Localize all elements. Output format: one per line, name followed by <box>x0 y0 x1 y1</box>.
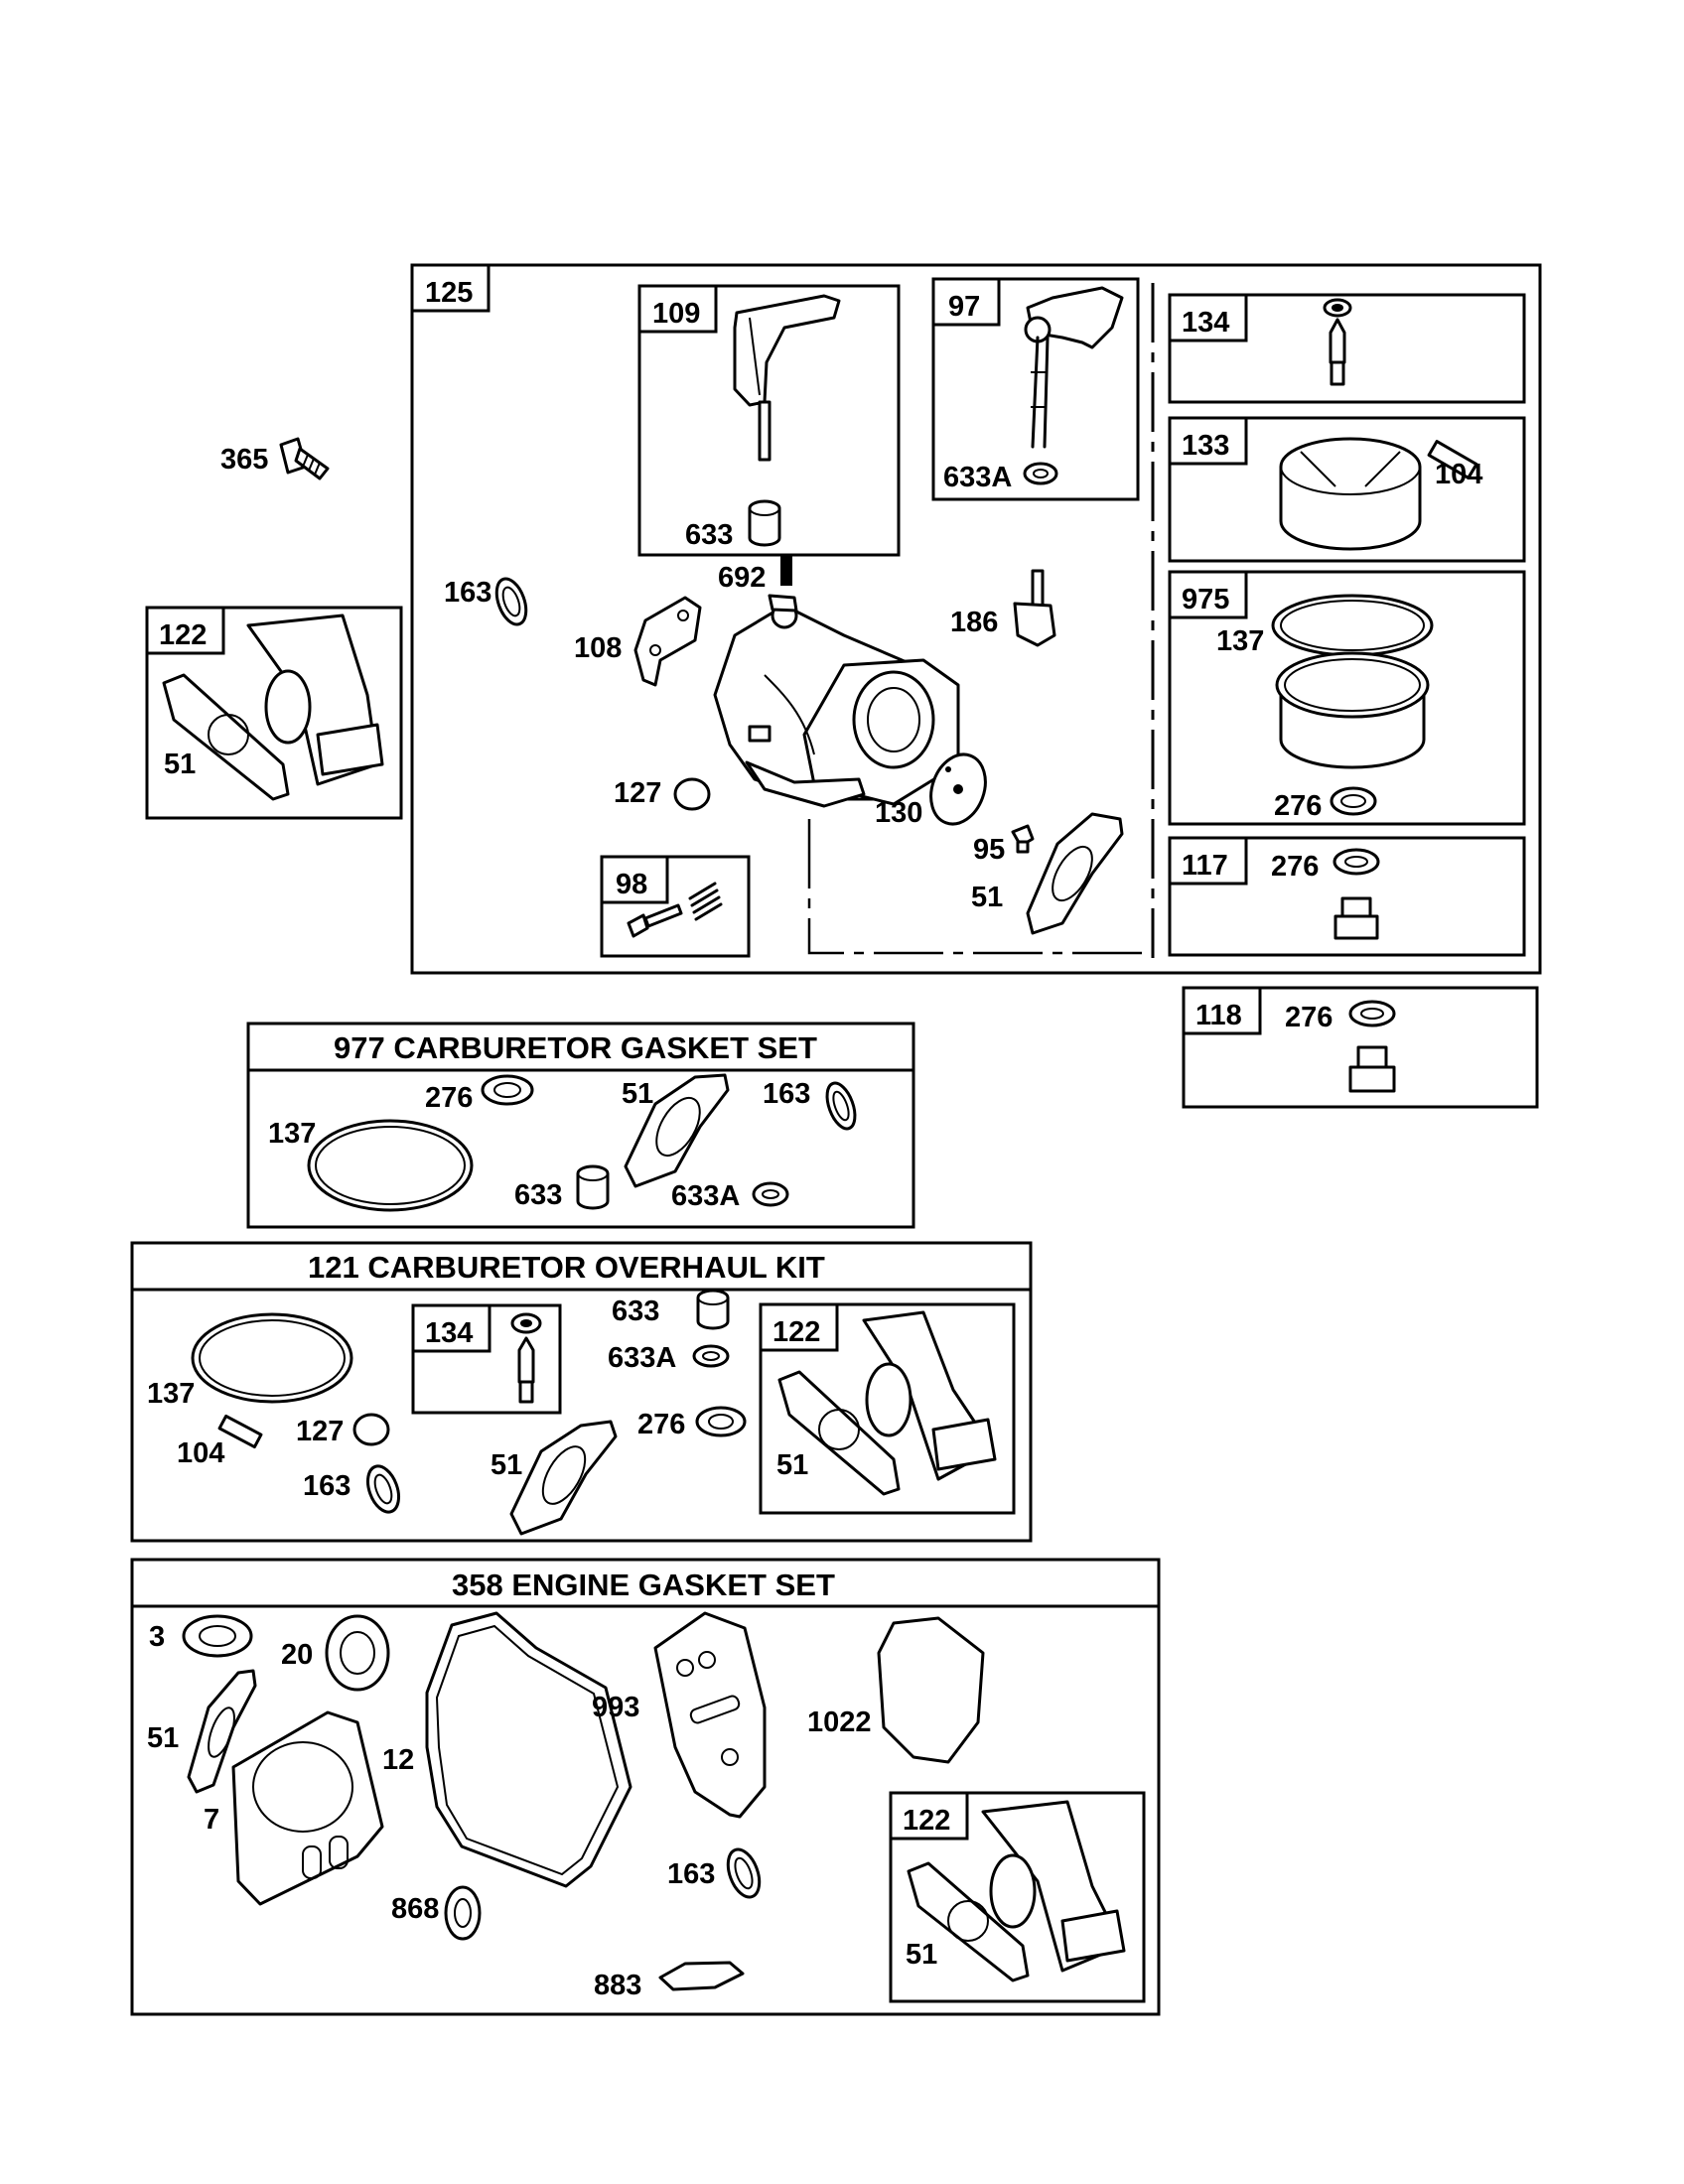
label-276-c: 276 <box>1285 1002 1333 1033</box>
assembly-125: 125 <box>410 263 1542 975</box>
label-163-d: 163 <box>667 1858 715 1890</box>
kit-977: 977 CARBURETOR GASKET SET 137 276 51 163… <box>246 1022 915 1229</box>
tag-134-b: 134 <box>425 1317 473 1349</box>
part-130: 130 <box>875 752 987 829</box>
tag-122-a: 122 <box>159 619 207 651</box>
label-137-c: 137 <box>147 1378 195 1410</box>
label-186: 186 <box>950 607 998 638</box>
label-51-a: 51 <box>164 749 196 780</box>
kit-121-title: 121 CARBURETOR OVERHAUL KIT <box>308 1250 825 1285</box>
label-12: 12 <box>382 1744 414 1776</box>
label-51-d: 51 <box>491 1449 522 1481</box>
kit-358-title: 358 ENGINE GASKET SET <box>452 1568 835 1602</box>
tag-98: 98 <box>616 869 647 900</box>
label-692: 692 <box>718 562 766 594</box>
kit-121: 121 CARBURETOR OVERHAUL KIT 137 104 127 … <box>130 1241 1033 1543</box>
tag-97: 97 <box>948 291 980 323</box>
label-137-b: 137 <box>268 1118 316 1150</box>
part-51-b: 51 <box>971 812 1124 935</box>
label-51-c: 51 <box>622 1078 653 1110</box>
label-633A-b: 633A <box>671 1180 740 1212</box>
label-365: 365 <box>220 444 268 476</box>
label-137-a: 137 <box>1216 625 1264 657</box>
subassembly-109: 109 633 <box>637 284 901 557</box>
label-1022: 1022 <box>807 1706 872 1738</box>
label-7: 7 <box>204 1804 219 1836</box>
kit-977-title: 977 CARBURETOR GASKET SET <box>334 1030 817 1065</box>
subassembly-975: 975 137 276 <box>1168 570 1526 826</box>
part-163-a: 163 <box>444 577 528 626</box>
subassembly-118: 118 276 <box>1182 986 1539 1109</box>
label-95: 95 <box>973 834 1005 866</box>
part-108: 108 <box>574 596 702 687</box>
kit-358: 358 ENGINE GASKET SET 3 20 51 7 12 868 9… <box>130 1558 1161 2016</box>
label-51-b: 51 <box>971 882 1003 913</box>
label-108: 108 <box>574 632 622 664</box>
label-163-a: 163 <box>444 577 491 609</box>
label-127-b: 127 <box>296 1416 344 1447</box>
tag-133: 133 <box>1182 430 1229 462</box>
subassembly-133: 133 104 <box>1168 416 1526 563</box>
tag-118: 118 <box>1195 1000 1242 1031</box>
label-104-a: 104 <box>1435 459 1482 490</box>
part-127-a: 127 <box>614 777 711 811</box>
label-276-e: 276 <box>637 1409 685 1440</box>
label-51-g: 51 <box>906 1939 937 1971</box>
part-95: 95 <box>973 824 1035 866</box>
subassembly-122-a: 122 51 <box>145 606 403 820</box>
label-633A-a: 633A <box>943 462 1012 493</box>
label-633-a: 633 <box>685 519 733 551</box>
label-20: 20 <box>281 1639 313 1671</box>
tag-117: 117 <box>1182 850 1228 882</box>
tag-122-c: 122 <box>903 1805 950 1837</box>
label-276-d: 276 <box>425 1082 473 1114</box>
tag-975: 975 <box>1182 584 1229 615</box>
label-51-f: 51 <box>147 1722 179 1754</box>
part-186: 186 <box>950 569 1056 647</box>
tag-122-b: 122 <box>772 1316 820 1348</box>
label-130: 130 <box>875 797 922 829</box>
label-883: 883 <box>594 1970 641 2001</box>
label-104-b: 104 <box>177 1437 224 1469</box>
label-633A-c: 633A <box>608 1342 676 1374</box>
label-276-b: 276 <box>1271 851 1319 883</box>
label-163-c: 163 <box>303 1470 351 1502</box>
label-51-e: 51 <box>776 1449 808 1481</box>
tag-125: 125 <box>425 277 473 309</box>
subassembly-98: 98 <box>600 855 751 958</box>
tag-109: 109 <box>652 298 700 330</box>
subassembly-117: 117 276 <box>1168 836 1526 957</box>
subassembly-134-a: 134 <box>1168 293 1526 404</box>
label-868: 868 <box>391 1893 439 1925</box>
part-365-bolt: 365 <box>220 437 330 480</box>
label-993: 993 <box>592 1692 639 1723</box>
carburetor-body <box>713 594 960 808</box>
subassembly-97: 97 633A <box>931 277 1140 501</box>
label-127-a: 127 <box>614 777 661 809</box>
label-276-a: 276 <box>1274 790 1322 822</box>
label-163-b: 163 <box>763 1078 810 1110</box>
tag-134-a: 134 <box>1182 307 1229 339</box>
part-692: 692 <box>718 556 792 594</box>
label-633-b: 633 <box>514 1179 562 1211</box>
label-3: 3 <box>149 1621 165 1653</box>
label-633-c: 633 <box>612 1296 659 1327</box>
